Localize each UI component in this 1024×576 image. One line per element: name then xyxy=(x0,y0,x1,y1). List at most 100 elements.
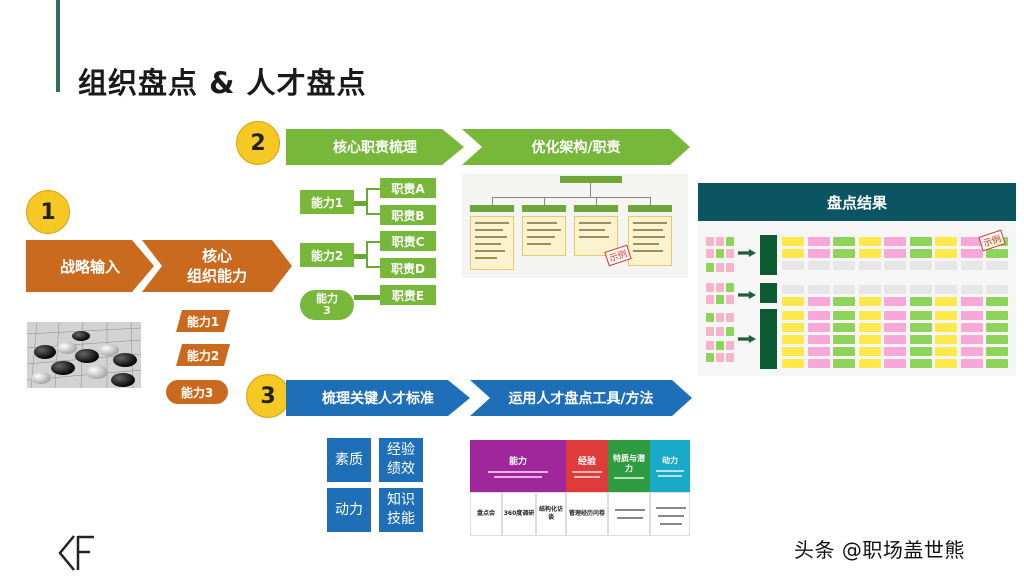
results-grid-cell xyxy=(807,249,830,258)
standard-experience: 经验 绩效 xyxy=(379,438,423,482)
results-grid-cell xyxy=(858,311,881,320)
results-grid-cell xyxy=(858,285,881,294)
tools-motivation-label: 动力 xyxy=(662,456,678,465)
tools-ability-header: 能力 xyxy=(470,440,566,492)
standard-motivation-label: 动力 xyxy=(335,501,363,518)
results-grid-cell xyxy=(858,237,881,246)
results-grid-cell xyxy=(986,285,1008,294)
standard-motivation: 动力 xyxy=(327,488,371,532)
ability-1-tag: 能力1 xyxy=(176,310,230,332)
page-title: 组织盘点 & 人才盘点 xyxy=(78,66,367,100)
results-grid-cell xyxy=(833,249,855,258)
watermark-text: 头条 @职场盖世熊 xyxy=(794,538,965,562)
results-arrow-icon xyxy=(738,335,756,343)
standard-quality: 素质 xyxy=(327,438,371,482)
results-grid-cell xyxy=(884,323,906,332)
results-grid-cell xyxy=(935,347,957,356)
results-side-cell xyxy=(716,327,724,336)
tree-ability-3-label: 能力 xyxy=(316,292,338,305)
results-grid-cell xyxy=(986,249,1008,258)
text-placeholder xyxy=(658,475,682,477)
org-dept-column xyxy=(522,216,566,256)
standard-knowledge: 知识 技能 xyxy=(379,488,423,532)
standard-knowledge-label-1: 知识 xyxy=(387,492,415,508)
results-side-cell xyxy=(716,237,724,246)
tree-bracket xyxy=(366,188,380,215)
org-line xyxy=(544,197,545,205)
step-2-badge: 2 xyxy=(236,121,280,165)
text-placeholder xyxy=(494,476,542,478)
results-grid-cell xyxy=(858,347,881,356)
text-placeholder xyxy=(475,250,505,252)
text-placeholder xyxy=(615,509,645,511)
results-grid-cell xyxy=(935,261,957,270)
results-grid-cell xyxy=(807,359,830,368)
org-dept-node xyxy=(522,205,566,212)
tool-structured-interview: 结构化访谈 xyxy=(536,492,566,536)
org-dept-column xyxy=(470,216,514,270)
tree-ability-2: 能力2 xyxy=(300,243,354,267)
text-placeholder xyxy=(660,523,682,525)
org-dept-column xyxy=(628,216,672,266)
results-side-cell xyxy=(706,295,714,304)
results-grid-cell xyxy=(935,285,957,294)
results-side-cell xyxy=(706,283,714,292)
results-side-cell xyxy=(716,341,724,350)
duty-d: 职责D xyxy=(380,258,436,278)
results-grid-cell xyxy=(782,311,804,320)
results-grid-cell xyxy=(935,249,957,258)
results-grid-cell xyxy=(782,285,804,294)
results-grid-cell xyxy=(884,285,906,294)
results-grid-cell xyxy=(986,359,1008,368)
results-side-cell xyxy=(726,237,734,246)
results-grid-cell xyxy=(960,285,983,294)
results-grid-cell xyxy=(909,335,932,344)
results-grid-cell xyxy=(782,297,804,306)
results-side-cell xyxy=(706,249,714,258)
results-grid-cell xyxy=(807,285,830,294)
results-grid-cell xyxy=(782,261,804,270)
results-grid-cell xyxy=(986,347,1008,356)
org-structure-thumbnail: 示例 xyxy=(462,174,688,278)
text-placeholder xyxy=(527,229,561,231)
talent-standard-chevron: 梳理关键人才标准 xyxy=(286,380,470,416)
text-placeholder xyxy=(475,243,501,245)
results-side-cell xyxy=(706,341,714,350)
results-side-cell xyxy=(716,263,724,272)
results-grid-cell xyxy=(909,285,932,294)
text-placeholder xyxy=(527,222,557,224)
results-grid-cell xyxy=(833,297,855,306)
results-grid-cell xyxy=(960,311,983,320)
results-side-cell xyxy=(726,353,734,362)
org-dept-node xyxy=(470,205,514,212)
talent-standard-label: 梳理关键人才标准 xyxy=(322,391,434,407)
tools-ability-label: 能力 xyxy=(508,457,527,467)
results-grid-cell xyxy=(935,237,957,246)
results-side-cell xyxy=(716,295,724,304)
ability-3-tag: 能力3 xyxy=(166,380,228,404)
results-grid-cell xyxy=(807,335,830,344)
text-placeholder xyxy=(617,517,643,519)
results-grid-cell xyxy=(986,297,1008,306)
standard-quality-label: 素质 xyxy=(335,451,363,468)
text-placeholder xyxy=(633,250,663,252)
results-grid-cell xyxy=(909,323,932,332)
core-duty-label: 核心职责梳理 xyxy=(333,140,417,156)
core-duty-chevron: 核心职责梳理 xyxy=(286,129,464,165)
results-grid-cell xyxy=(986,261,1008,270)
review-results-panel: 盘点结果 示例 xyxy=(698,183,1016,376)
standard-experience-label-2: 绩效 xyxy=(387,461,415,477)
results-grid-cell xyxy=(884,311,906,320)
accent-bar xyxy=(56,0,60,92)
results-side-cell xyxy=(706,327,714,336)
optimize-chevron: 优化架构/职责 xyxy=(462,129,690,165)
text-placeholder xyxy=(572,471,602,473)
tool-resume-questionnaire: 管理经历问卷 xyxy=(566,492,608,536)
core-ability-chevron: 核心 组织能力 xyxy=(142,240,292,292)
talent-tools-matrix: 能力 经验 特质与潜 力 动力 盘点会 360度调研 结构化访谈 管理经历问卷 xyxy=(470,440,690,536)
tools-motivation-header: 动力 xyxy=(650,440,690,492)
tree-bracket xyxy=(366,241,380,268)
tools-traits-label-2: 力 xyxy=(625,463,633,473)
results-grid-cell xyxy=(782,335,804,344)
core-ability-label-2: 组织能力 xyxy=(186,267,247,285)
